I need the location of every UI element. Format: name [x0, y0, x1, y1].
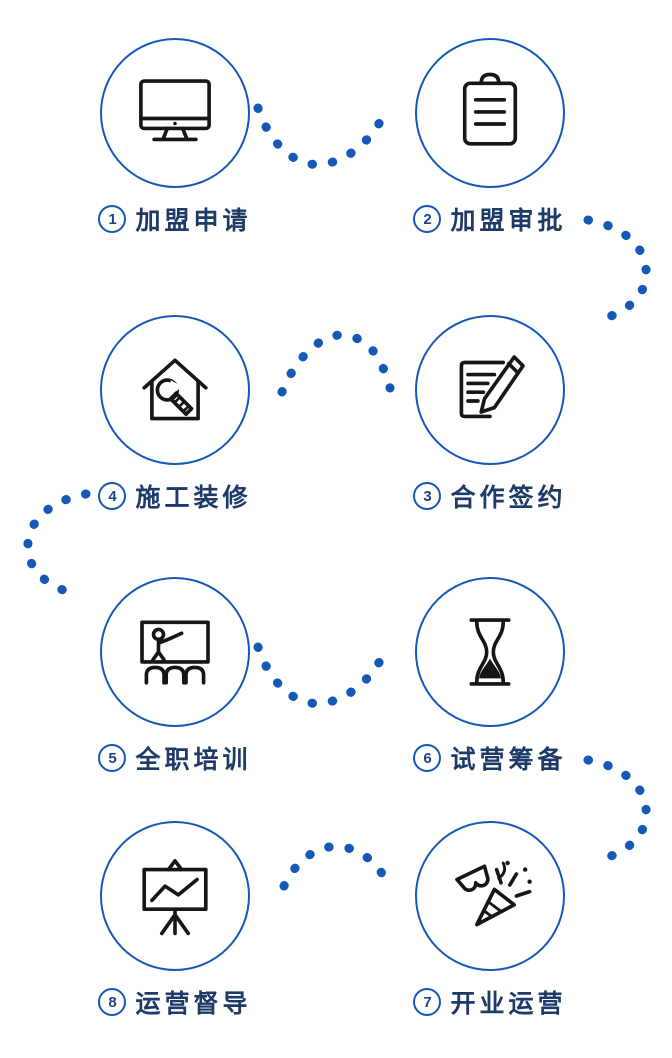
step-3: 3 合作签约 [410, 315, 570, 514]
step-number: 7 [423, 993, 432, 1011]
step-number-badge: 2 [413, 205, 442, 233]
connector-1-2 [253, 103, 391, 170]
step-label: 施工装修 [135, 484, 252, 512]
step-number: 2 [423, 210, 432, 228]
step-2: 2 加盟审批 [410, 38, 570, 237]
step-label: 运营督导 [135, 990, 252, 1018]
step-6: 6 试营筹备 [410, 577, 570, 776]
step-8: 8 运营督导 [95, 821, 255, 1020]
step-3-circle [415, 315, 565, 465]
step-number-badge: 4 [98, 482, 127, 510]
step-label: 开业运营 [450, 990, 567, 1018]
connector-3-4 [277, 330, 395, 397]
step-number-badge: 6 [413, 744, 442, 772]
step-5-circle [100, 577, 250, 727]
step-4: 4 施工装修 [95, 315, 255, 514]
step-number: 6 [423, 749, 432, 767]
connector-7-8 [279, 841, 395, 895]
step-4-circle [100, 315, 250, 465]
step-number: 8 [108, 993, 117, 1011]
connector-6-7 [583, 755, 651, 865]
step-6-circle [415, 577, 565, 727]
presentation-chart-icon [142, 858, 208, 936]
step-1-circle [100, 38, 250, 188]
step-number: 5 [108, 749, 117, 767]
step-5-caption: 5 全职培训 [95, 740, 255, 776]
step-label: 全职培训 [135, 746, 252, 774]
step-label: 合作签约 [450, 484, 567, 512]
house-repair-icon [142, 358, 208, 421]
step-5: 5 全职培训 [95, 577, 255, 776]
step-number-badge: 5 [98, 744, 127, 772]
step-label: 加盟申请 [135, 207, 252, 235]
contract-signing-icon [459, 355, 525, 419]
step-7-circle [415, 821, 565, 971]
clipboard-icon [462, 72, 518, 146]
connector-5-6 [253, 642, 391, 709]
step-number: 4 [108, 487, 117, 505]
connector-2-3 [583, 215, 651, 325]
step-number-badge: 8 [98, 988, 127, 1016]
step-number-badge: 3 [413, 482, 442, 510]
step-7: 7 开业运营 [410, 821, 570, 1020]
training-icon [140, 620, 210, 685]
step-1: 1 加盟申请 [95, 38, 255, 237]
monitor-icon [139, 79, 211, 142]
step-4-caption: 4 施工装修 [95, 478, 255, 514]
step-8-circle [100, 821, 250, 971]
step-label: 试营筹备 [450, 746, 567, 774]
step-number: 3 [423, 487, 432, 505]
celebration-icon [455, 860, 532, 927]
step-number: 1 [108, 210, 117, 228]
step-label: 加盟审批 [450, 207, 567, 235]
step-8-caption: 8 运营督导 [95, 984, 255, 1020]
step-2-caption: 2 加盟审批 [410, 201, 570, 237]
step-3-caption: 3 合作签约 [410, 478, 570, 514]
step-7-caption: 7 开业运营 [410, 984, 570, 1020]
step-1-caption: 1 加盟申请 [95, 201, 255, 237]
step-number-badge: 7 [413, 988, 442, 1016]
connector-4-5 [23, 489, 91, 599]
hourglass-icon [469, 618, 511, 686]
step-6-caption: 6 试营筹备 [410, 740, 570, 776]
step-number-badge: 1 [98, 205, 127, 233]
step-2-circle [415, 38, 565, 188]
